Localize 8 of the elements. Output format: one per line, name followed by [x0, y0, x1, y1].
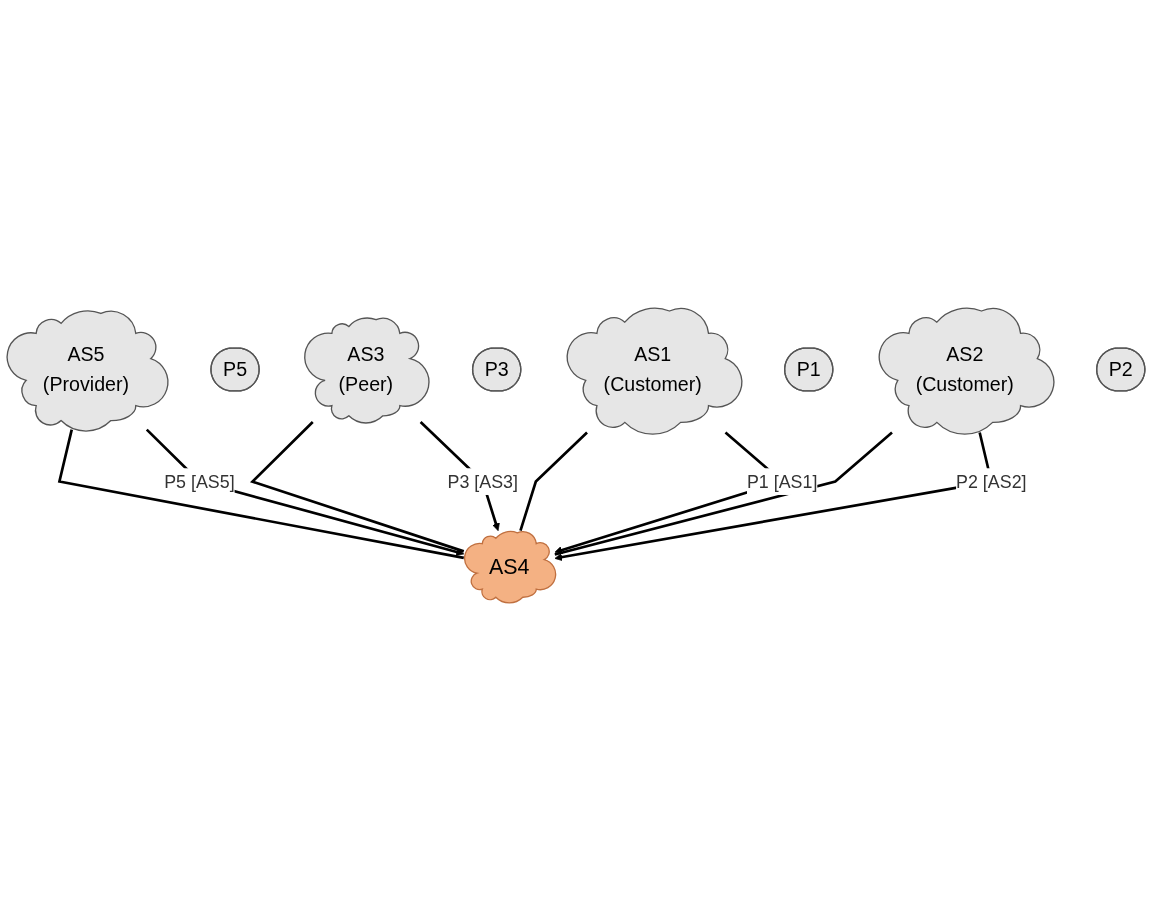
edge-label: P3 [AS3] — [447, 472, 518, 492]
edge-label: P1 [AS1] — [746, 472, 818, 492]
edge-label: P5 [AS5] — [164, 472, 235, 492]
connector — [519, 431, 588, 532]
edge-label: P2 [AS2] — [956, 472, 1027, 492]
connector — [57, 429, 465, 560]
arrow — [145, 429, 465, 557]
connector — [249, 421, 465, 554]
